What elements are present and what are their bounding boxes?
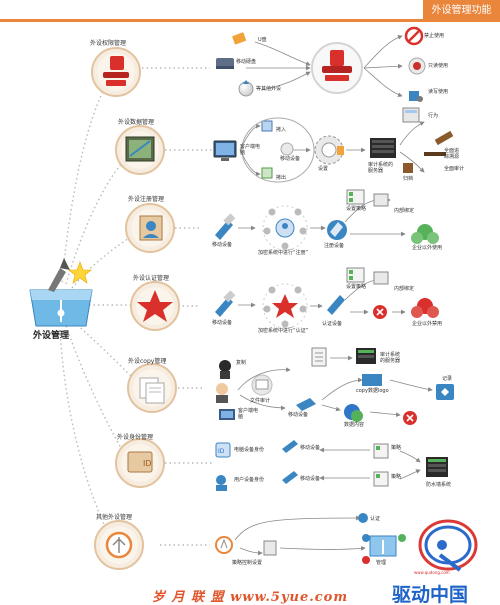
s6-label-3: 移动设备 xyxy=(300,476,321,482)
s7-label-1: 认证 xyxy=(370,516,381,522)
id-badge-icon-1: ID xyxy=(218,448,225,455)
s3-label-4: 内部绑定 xyxy=(394,208,415,214)
s6-label-1: 移动设备 xyxy=(300,445,321,451)
connector-2 xyxy=(65,149,136,285)
header-title: 外设管理功能 xyxy=(423,0,500,22)
section-1-circle xyxy=(91,47,141,97)
s1-label-3: 禁止使用 xyxy=(424,33,445,39)
s3-label-0: 移动设备 xyxy=(212,242,233,248)
watermark-qudong-url: www.qudong.com xyxy=(414,570,450,575)
section-7-nodes xyxy=(215,513,406,564)
section-7-circle xyxy=(94,520,144,570)
s1-label-5: 读写使用 xyxy=(428,89,449,95)
s2-label-7: 全面追踪溯源 xyxy=(444,148,460,160)
hub-folder-icon xyxy=(29,258,93,327)
section-2-nodes xyxy=(213,107,454,183)
s1-label-4: 只读使用 xyxy=(428,63,449,69)
section-1-nodes xyxy=(216,26,426,102)
section-7-title: 其他外设管理 xyxy=(96,514,133,521)
s5-label-5: 数据内容 xyxy=(344,422,365,428)
section-5-nodes xyxy=(216,347,454,425)
s2-label-4: 设置 xyxy=(318,166,329,172)
s3-label-3: 设置策略 xyxy=(346,206,367,212)
section-3-title: 外设注册管理 xyxy=(128,196,165,203)
s2-label-5: 行为 xyxy=(428,113,439,119)
s3-label-1: 加密系统中进行“注册” xyxy=(258,250,309,256)
s5-label-6: copy数据logo xyxy=(356,388,389,394)
s4-label-5: 企业以外禁用 xyxy=(412,321,443,327)
s1-label-1: 移动硬盘 xyxy=(236,59,257,65)
s5-label-2: 审计系统的服务器 xyxy=(380,352,401,364)
section-6-nodes: ID xyxy=(215,440,448,491)
s6-label-5: 策略 xyxy=(391,474,402,480)
s4-label-1: 加密系统中进行“认证” xyxy=(258,328,309,334)
s2-label-9: 全面审计 xyxy=(444,166,465,172)
section-3-nodes xyxy=(215,189,439,251)
qudong-logo xyxy=(418,519,478,572)
s4-label-3: 设置策略 xyxy=(346,284,367,290)
id-card-icon: ID xyxy=(143,459,152,468)
s3-label-2: 注册设备 xyxy=(324,243,345,249)
section-6-title: 外设身份管理 xyxy=(117,434,154,441)
section-6-circle: ID xyxy=(115,438,165,488)
s5-label-0: 复制 xyxy=(236,360,247,366)
section-connectors xyxy=(142,67,212,546)
s5-label-7: 记录 xyxy=(442,376,453,382)
section-4-nodes xyxy=(215,267,439,329)
section-1-title: 外设权限管理 xyxy=(90,40,127,47)
s6-label-6: 防水墙系统 xyxy=(426,482,452,488)
section-5-title: 外设copy管理 xyxy=(128,358,167,365)
s5-label-4: 移动设备 xyxy=(288,412,309,418)
s6-label-4: 策略 xyxy=(391,445,402,451)
connector-7 xyxy=(59,329,113,541)
s2-label-6: 审计系统的服务器 xyxy=(368,162,394,174)
section-3-circle xyxy=(125,203,175,253)
section-5-circle xyxy=(127,363,177,413)
s2-label-8: 归档 xyxy=(403,176,414,182)
connector-1 xyxy=(61,77,111,283)
section-4-circle xyxy=(130,281,180,331)
connector-6 xyxy=(65,325,129,461)
s2-label-2: 拷出 xyxy=(276,175,287,181)
section-2-title: 外设数据管理 xyxy=(118,119,155,126)
s5-label-1: 文件审计 xyxy=(250,398,271,404)
connector-5 xyxy=(73,321,141,386)
s1-label-2: 等其他外设 xyxy=(256,86,282,92)
s7-label-2: 管理 xyxy=(376,560,387,566)
s7-label-0: 策略控制设置 xyxy=(232,560,263,566)
watermark-5yue: 岁 月 联 盟 www.5yue.com xyxy=(152,590,349,605)
center-label: 外设管理 xyxy=(33,331,70,341)
s6-label-0: 电脑设备身份 xyxy=(234,447,265,453)
watermark-qudong: 驱动中国 xyxy=(392,584,469,605)
s4-label-2: 认证设备 xyxy=(322,321,343,327)
s2-label-1: 拷入 xyxy=(276,127,287,133)
s3-label-5: 企业以外使用 xyxy=(412,245,443,251)
s2-label-3: 移动设备 xyxy=(280,156,301,162)
s4-label-0: 移动设备 xyxy=(212,320,233,326)
s5-label-3: 客户端电脑 xyxy=(238,408,259,420)
s2-label-0: 客户端电脑 xyxy=(240,144,261,156)
header-bar xyxy=(0,19,500,22)
section-4-title: 外设认证管理 xyxy=(133,275,170,282)
section-2-circle xyxy=(115,125,165,175)
s4-label-4: 内部绑定 xyxy=(394,286,415,292)
s6-label-2: 用户设备身份 xyxy=(234,477,265,483)
s1-label-0: U盘 xyxy=(258,37,267,43)
